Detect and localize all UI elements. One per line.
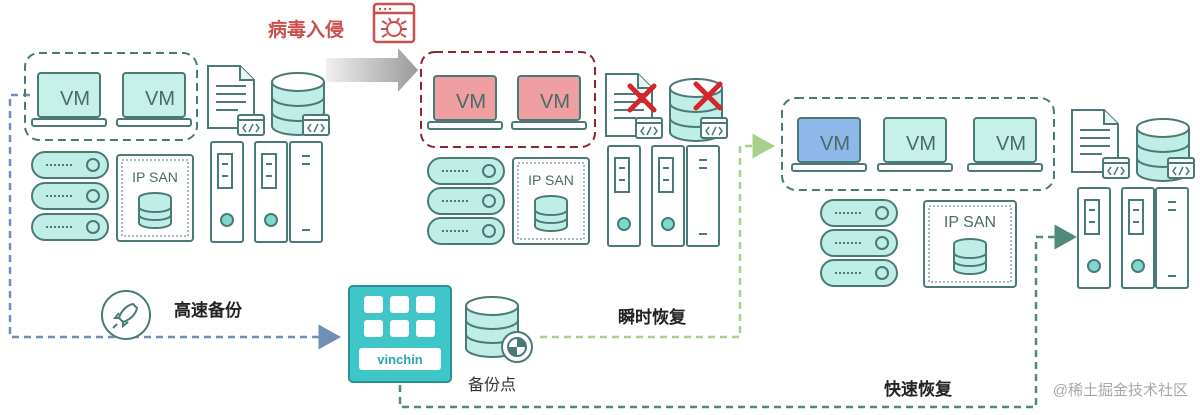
disk-unit [427, 217, 505, 245]
recovered-vm-laptop [791, 117, 867, 172]
vm-label: VM [540, 91, 570, 113]
vm-label: VM [145, 88, 175, 110]
ip-san-label: IP SAN [132, 169, 178, 185]
vm-group-box [24, 52, 198, 141]
infected-vm-laptop [511, 75, 587, 130]
server-tower [1077, 187, 1111, 289]
fast-recovery-label: 快速恢复 [884, 379, 953, 399]
disk-unit [427, 187, 505, 215]
ip-san-label: IP SAN [944, 214, 996, 231]
backup-point-label: 备份点 [468, 376, 516, 394]
server-tower [210, 141, 244, 243]
code-icon [1167, 157, 1195, 179]
recovered-vm-laptop [877, 117, 953, 172]
instant-recovery-path [540, 133, 775, 339]
vinchin-brand-text: vinchin [377, 352, 423, 367]
vm-label: VM [996, 133, 1026, 155]
code-icon [302, 114, 330, 136]
fast-recovery-path [398, 224, 1077, 409]
server-tower [289, 141, 323, 243]
backup-point-database [465, 296, 533, 363]
infected-vm-laptop [427, 75, 503, 130]
virus-arrow [326, 48, 418, 92]
server-tower [651, 145, 685, 247]
recovered-vm-group-box [781, 97, 1055, 191]
code-icon [1102, 157, 1130, 179]
disk-unit [31, 213, 109, 241]
disk-unit [820, 259, 898, 287]
server-tower [607, 145, 641, 247]
disk-unit [31, 151, 109, 179]
server-tower [1121, 187, 1155, 289]
vm-label: VM [820, 133, 850, 155]
disk-unit [820, 229, 898, 257]
disk-unit [31, 182, 109, 210]
virus-intrusion-label: 病毒入侵 [268, 18, 344, 41]
vm-laptop [116, 72, 192, 127]
infected-vm-group-box [420, 51, 596, 148]
ip-san-label: IP SAN [528, 172, 574, 188]
disk-unit [820, 199, 898, 227]
backup-clock-icon [501, 331, 533, 363]
virus-bug-icon [372, 2, 416, 44]
ip-san-box [116, 154, 194, 242]
ip-san-box [923, 200, 1017, 288]
vm-label: VM [906, 133, 936, 155]
instant-recovery-label: 瞬时恢复 [618, 307, 687, 327]
watermark: @稀土掘金技术社区 [1053, 382, 1188, 399]
infected-site [420, 51, 728, 247]
vm-label: VM [60, 88, 90, 110]
recovery-site [781, 97, 1195, 289]
production-site [24, 52, 330, 243]
fast-backup-label: 高速备份 [174, 300, 243, 320]
rocket-icon [101, 290, 151, 340]
server-tower [254, 141, 288, 243]
fast-backup-path [8, 93, 341, 350]
code-icon [635, 117, 663, 139]
vm-laptop [31, 72, 107, 127]
code-icon [700, 117, 728, 139]
vinchin-appliance: vinchin [348, 285, 452, 383]
server-tower [686, 145, 720, 247]
vm-label: VM [456, 91, 486, 113]
disk-unit [427, 157, 505, 185]
server-tower [1155, 187, 1189, 289]
code-icon [237, 114, 265, 136]
recovered-vm-laptop [967, 117, 1043, 172]
ip-san-box [512, 157, 590, 245]
